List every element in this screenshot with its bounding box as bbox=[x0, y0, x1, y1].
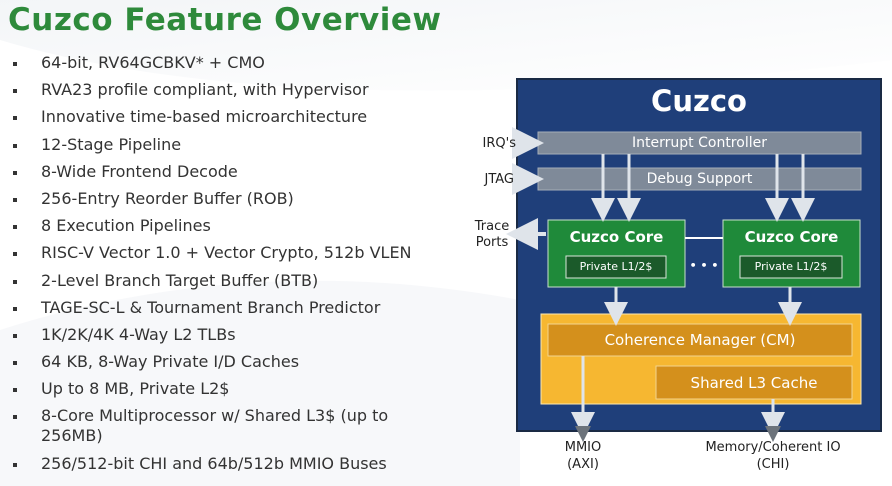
feature-item: 64 KB, 8-Way Private I/D Caches bbox=[8, 352, 448, 372]
feature-item: TAGE-SC-L & Tournament Branch Predictor bbox=[8, 298, 448, 318]
trace-label-line2: Ports bbox=[475, 235, 509, 250]
core-left-cache-block bbox=[565, 255, 667, 279]
feature-item: 8 Execution Pipelines bbox=[8, 216, 448, 236]
feature-item: RVA23 profile compliant, with Hypervisor bbox=[8, 80, 448, 100]
shared-l3-label: Shared L3 Cache bbox=[690, 374, 818, 392]
interrupt-controller-label: Interrupt Controller bbox=[632, 135, 767, 151]
chip-title: Cuzco bbox=[651, 84, 747, 118]
feature-item: 8-Core Multiprocessor w/ Shared L3$ (up … bbox=[8, 406, 448, 446]
irq-label: IRQ's bbox=[482, 136, 516, 151]
feature-item: Innovative time-based microarchitecture bbox=[8, 107, 448, 127]
debug-support-label: Debug Support bbox=[646, 171, 753, 187]
trace-label-line1: Trace bbox=[474, 219, 510, 234]
coherence-manager-block bbox=[547, 323, 853, 357]
core-left-title: Cuzco Core bbox=[569, 228, 664, 246]
mmio-label-line1: MMIO bbox=[564, 440, 602, 455]
feature-item: 1K/2K/4K 4-Way L2 TLBs bbox=[8, 325, 448, 345]
feature-item: 2-Level Branch Target Buffer (BTB) bbox=[8, 271, 448, 291]
feature-item: 8-Wide Frontend Decode bbox=[8, 162, 448, 182]
memory-label-line2: (CHI) bbox=[756, 457, 790, 472]
feature-item: 256-Entry Reorder Buffer (ROB) bbox=[8, 189, 448, 209]
shared-l3-block bbox=[655, 365, 853, 400]
feature-item: RISC-V Vector 1.0 + Vector Crypto, 512b … bbox=[8, 243, 448, 263]
jtag-label: JTAG bbox=[484, 172, 514, 187]
coherence-manager-label: Coherence Manager (CM) bbox=[604, 331, 796, 349]
memory-label-line1: Memory/Coherent IO bbox=[705, 440, 841, 455]
feature-item: 64-bit, RV64GCBKV* + CMO bbox=[8, 53, 448, 73]
feature-list: 64-bit, RV64GCBKV* + CMO RVA23 profile c… bbox=[8, 53, 448, 481]
feature-item: 256/512-bit CHI and 64b/512b MMIO Buses bbox=[8, 454, 448, 474]
cores-ellipsis: • • • bbox=[689, 259, 719, 272]
mmio-label-line2: (AXI) bbox=[567, 457, 599, 472]
core-right-cache-label: Private L1/2$ bbox=[754, 260, 828, 273]
feature-item: 12-Stage Pipeline bbox=[8, 135, 448, 155]
core-left-cache-label: Private L1/2$ bbox=[579, 260, 653, 273]
core-right-cache-block bbox=[739, 255, 843, 279]
feature-item: Up to 8 MB, Private L2$ bbox=[8, 379, 448, 399]
core-right-title: Cuzco Core bbox=[744, 228, 839, 246]
page-title: Cuzco Feature Overview bbox=[8, 2, 442, 38]
